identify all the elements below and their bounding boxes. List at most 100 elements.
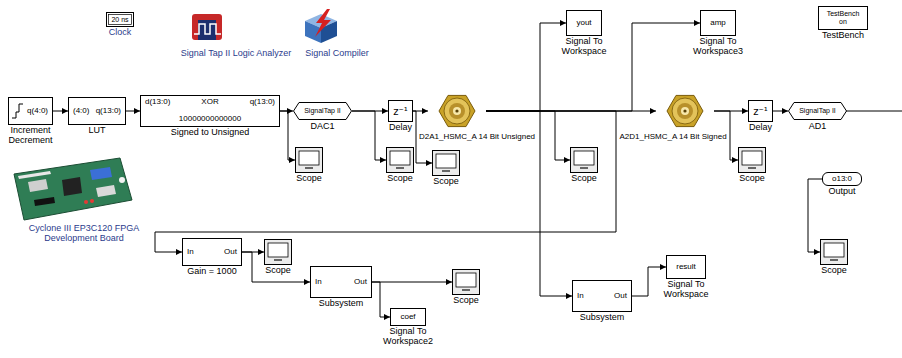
scope-screen (436, 154, 456, 168)
block-label: Scope (295, 174, 323, 184)
block-text: o13:0 (832, 175, 852, 184)
button (119, 177, 125, 183)
scope-block: Scope (570, 147, 598, 173)
scope-block: Scope (820, 239, 848, 265)
block-label: Scope (820, 266, 848, 276)
signal-wire (126, 111, 140, 112)
fpga-chip (62, 177, 82, 196)
sma-art (656, 91, 714, 131)
block-text: yout (576, 19, 591, 28)
scope-block: Scope (295, 147, 323, 173)
scope-screen (299, 151, 319, 165)
connector-ring (444, 98, 470, 124)
block-text: coef (400, 313, 415, 322)
block-label: Signed to Unsigned (170, 128, 251, 138)
block-text: q(4:0) (27, 107, 48, 116)
scope-screen (390, 151, 410, 165)
block-label: TestBench (821, 31, 865, 41)
signal-wire (372, 282, 390, 317)
block-text: SignalTap II (304, 107, 341, 115)
connector-ring (672, 98, 698, 124)
workspace-block: youtSignal To Workspace (566, 10, 602, 36)
workspace-block: coefSignal To Workspace2 (390, 308, 426, 326)
block-label: DAC1 (309, 122, 335, 132)
block-label: Signal To Workspace3 (688, 37, 748, 57)
block-text: XOR (201, 98, 218, 107)
block-text: z⁻¹ (393, 106, 408, 117)
scope-screen (824, 243, 844, 257)
header-part (96, 185, 116, 197)
block-text: In (577, 292, 584, 301)
scope-knob (580, 167, 588, 169)
block-label: Clock (108, 28, 133, 38)
signal-wire (773, 111, 788, 112)
scope-art (296, 148, 322, 172)
scope-screen (574, 151, 594, 165)
block-label: Subsystem (579, 313, 626, 323)
block-text: Out (224, 248, 237, 257)
board-art (10, 156, 136, 222)
block-text: Out (354, 278, 367, 287)
block-text: In (187, 248, 194, 257)
signal-wire (155, 111, 616, 252)
lightning (315, 9, 331, 37)
block-text: Out (614, 292, 627, 301)
block-text: z⁻¹ (753, 106, 768, 117)
signal-wire (53, 111, 68, 112)
block-text: TestBench on (823, 10, 863, 25)
block-label: Delay (748, 123, 773, 133)
scope-knob (462, 289, 470, 291)
workspace-block: resultSignal To Workspace (666, 255, 706, 279)
scope-art (739, 148, 765, 172)
connector-group (53, 23, 822, 317)
memory-chip (34, 197, 55, 206)
delay-block: z⁻¹Delay (748, 100, 773, 122)
connector-insulator (453, 107, 461, 115)
scope-art (265, 240, 291, 264)
block-label: Signal To Workspace2 (378, 327, 438, 347)
signal-wire (352, 111, 386, 160)
scope-block: Scope (432, 150, 460, 176)
lcd-part (90, 167, 112, 180)
connector-well (677, 103, 693, 119)
signaltap-node: SignalTap IIAD1 (788, 102, 847, 120)
subsystem-block: InOutSubsystem (310, 266, 372, 298)
subsystem-block: InOutSubsystem (572, 280, 632, 312)
block-label: Signal To Workspace (554, 37, 614, 57)
board-image: Cyclone III EP3C120 FPGA Development Boa… (10, 156, 136, 222)
signal-wire (372, 282, 452, 283)
block-label: Output (827, 187, 856, 197)
signal-wire (846, 111, 902, 112)
connector-pin (683, 109, 686, 112)
signal-wire (280, 111, 295, 160)
hexagon-outline (294, 103, 352, 120)
block-label: Increment Decrement (4, 126, 58, 146)
block-label: Signal To Workspace (656, 280, 716, 300)
block-label: D2A1_HSMC_A 14 Bit Unsigned (418, 133, 536, 142)
lut-block: (4:0)q(13:0)LUT (68, 97, 126, 125)
scope-knob (830, 259, 838, 261)
block-label: Scope (264, 266, 292, 276)
scope-knob (442, 170, 450, 172)
scope-art (571, 148, 597, 172)
scope-knob (274, 259, 282, 261)
block-label: Scope (738, 174, 766, 184)
led (84, 200, 88, 204)
output-port: o13:0Output (822, 172, 862, 186)
block-text: 20 ns (111, 16, 128, 24)
block-label: A2D1_HSMC_A 14 Bit Signed (618, 133, 727, 142)
comp-art (302, 8, 340, 44)
scope-knob (305, 167, 313, 169)
xor-block: d(13:0)XORq(13:0)10000000000000Signed to… (140, 95, 280, 127)
dac-connector: D2A1_HSMC_A 14 Bit Unsigned (428, 91, 486, 131)
signaltap-node: SignalTap IIDAC1 (293, 102, 352, 120)
scope-art (453, 270, 479, 294)
workspace-block: ampSignal To Workspace3 (700, 10, 736, 36)
block-text: result (676, 263, 696, 272)
block-text: In (315, 278, 322, 287)
block-text: (4:0) (73, 107, 89, 116)
icon-wave (194, 24, 221, 34)
pcb (14, 158, 132, 220)
scope-screen (456, 273, 476, 287)
